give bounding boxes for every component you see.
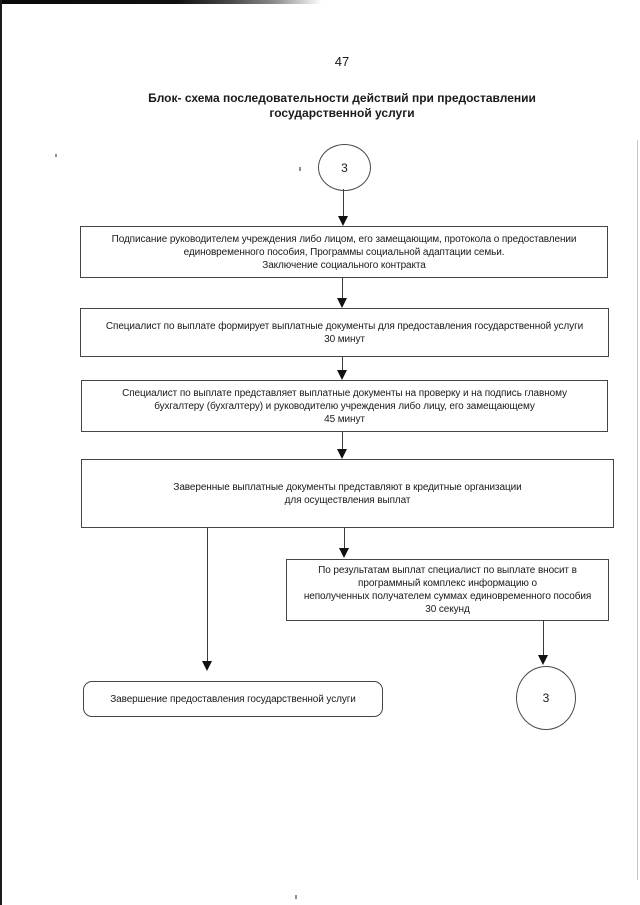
flow-box-completion: Завершение предоставления государственно…: [83, 681, 383, 717]
scan-artifact-top-edge: [0, 0, 322, 4]
connector-label: 3: [341, 160, 348, 175]
box-line: единовременного пособия, Программы социа…: [183, 246, 505, 258]
flow-line-credit-to-program: [344, 527, 345, 548]
flow-line-start-to-signing: [343, 189, 344, 216]
flow-line-review-to-credit: [342, 431, 343, 449]
box-line: неполученных получателем суммах единовре…: [303, 591, 592, 602]
flowchart-title-line1: Блок- схема последовательности действий …: [148, 91, 536, 105]
flow-line-signing-to-form: [342, 277, 343, 298]
scan-artifact-right-edge: [637, 140, 638, 880]
scan-speck: [299, 167, 301, 171]
arrow-down-icon: [538, 655, 548, 665]
arrow-down-icon: [202, 661, 212, 671]
flow-line-form-to-review: [342, 356, 343, 370]
arrow-down-icon: [338, 216, 348, 226]
connector-circle-top: 3: [318, 144, 371, 191]
box-line: Заверенные выплатные документы представл…: [173, 481, 522, 493]
box-line: Специалист по выплате формирует выплатны…: [105, 320, 584, 332]
box-line: Заключение социального контракта: [262, 259, 426, 271]
flowchart-title: Блок- схема последовательности действий …: [92, 91, 592, 121]
box-line: Подписание руководителем учреждения либо…: [111, 233, 577, 245]
box-line: Завершение предоставления государственно…: [110, 693, 356, 705]
box-line: бухгалтеру (бухгалтеру) и руководителю у…: [154, 400, 535, 412]
flow-box-program-complex: По результатам выплат специалист по выпл…: [286, 559, 609, 621]
connector-circle-bottom: 3: [516, 666, 576, 730]
scan-artifact-left-edge: [0, 0, 2, 905]
flow-box-credit-orgs: Заверенные выплатные документы представл…: [81, 459, 614, 528]
box-line: 30 секунд: [425, 604, 470, 615]
arrow-down-icon: [339, 548, 349, 558]
arrow-down-icon: [337, 370, 347, 380]
scan-speck: [55, 154, 57, 157]
box-line: для осуществления выплат: [284, 494, 411, 506]
box-line: По результатам выплат специалист по выпл…: [318, 565, 577, 576]
flow-line-program-to-end: [543, 620, 544, 655]
connector-label: 3: [542, 691, 550, 705]
box-line: Специалист по выплате представляет выпла…: [122, 387, 567, 399]
arrow-down-icon: [337, 449, 347, 459]
box-line: программный комплекс информацию о: [358, 578, 537, 589]
flow-box-signing: Подписание руководителем учреждения либо…: [80, 226, 608, 278]
flow-line-credit-to-completion: [207, 527, 208, 661]
arrow-down-icon: [337, 298, 347, 308]
page-number: 47: [334, 54, 350, 69]
scan-speck: [295, 895, 297, 899]
box-line: 30 минут: [324, 333, 365, 345]
flowchart-title-line2: государственной услуги: [269, 106, 415, 120]
flow-box-review-sign: Специалист по выплате представляет выпла…: [81, 380, 608, 432]
flow-box-form-documents: Специалист по выплате формирует выплатны…: [80, 308, 609, 357]
box-line: 45 минут: [324, 413, 365, 425]
